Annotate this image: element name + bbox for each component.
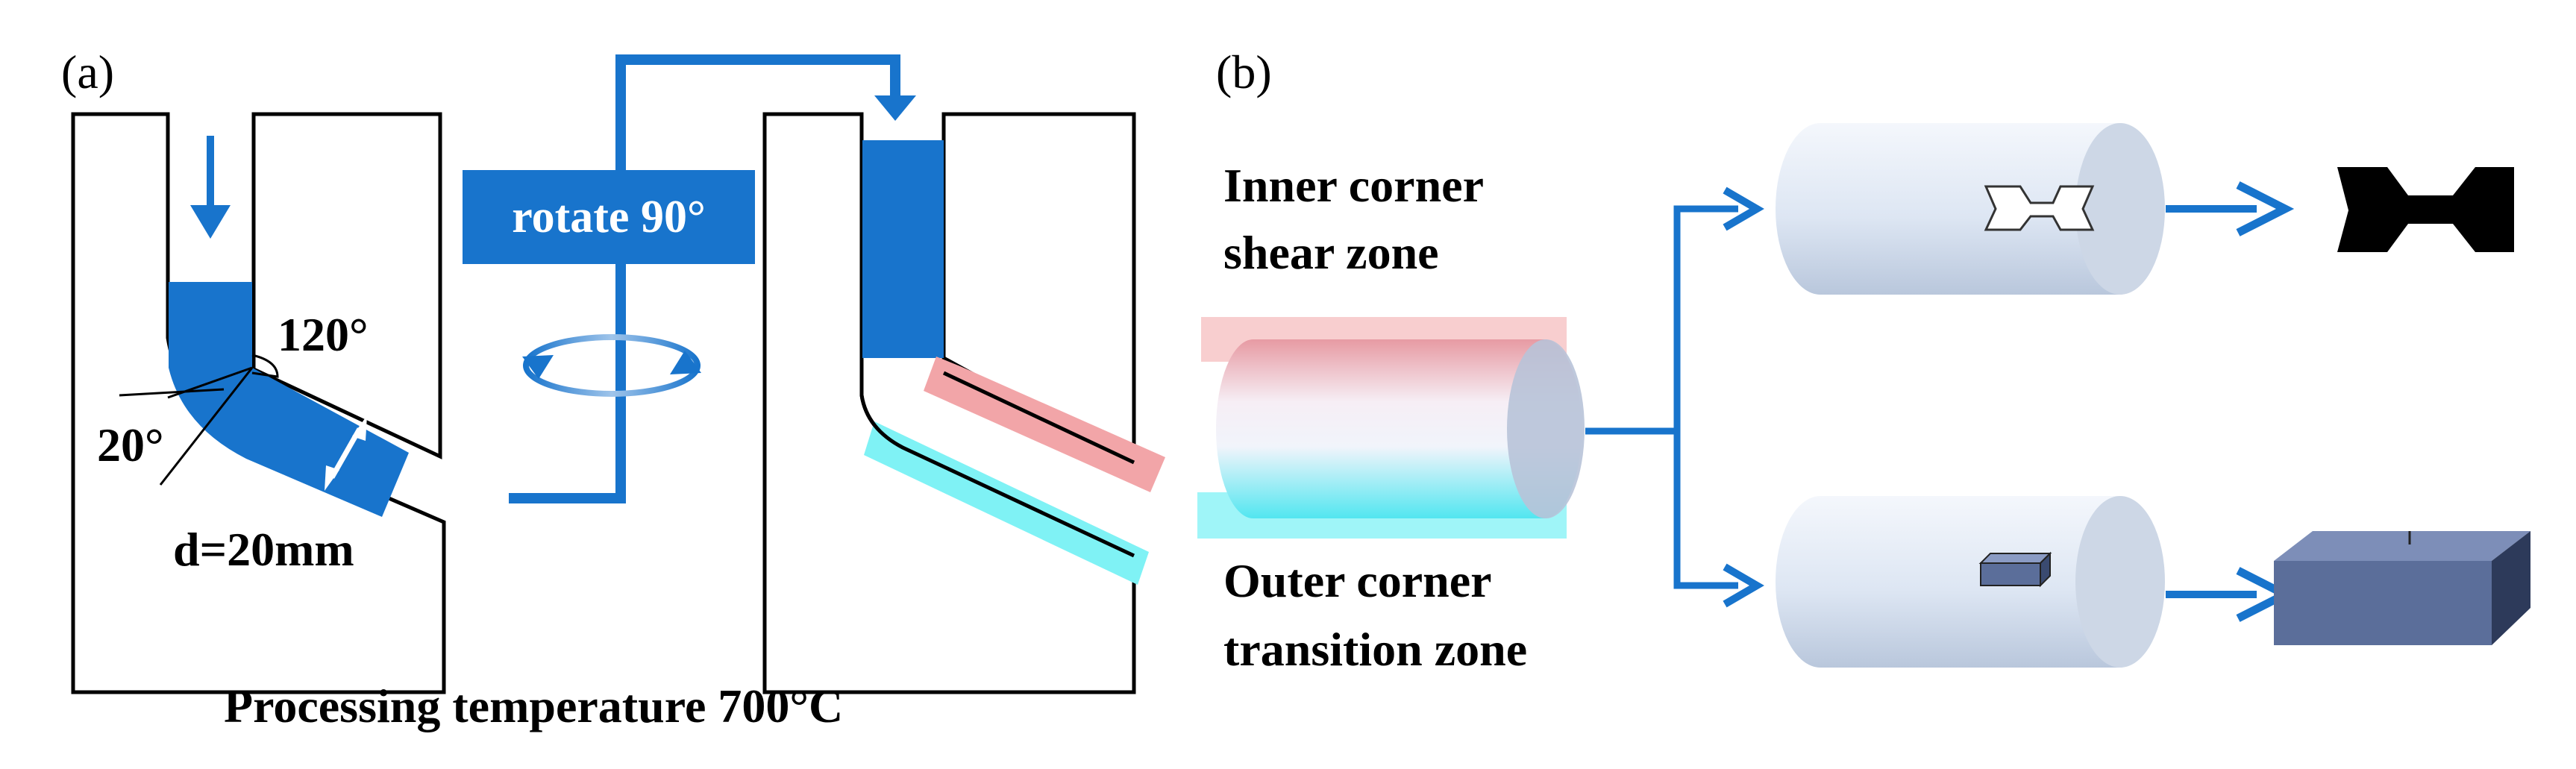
diameter-arrow-icon	[325, 415, 367, 491]
temperature-label: Processing temperature 700°C	[224, 679, 843, 732]
cube-specimen-icon	[2274, 531, 2530, 645]
diameter-label: d=20mm	[173, 523, 354, 576]
outer-zone-label-line1: Outer corner	[1223, 554, 1492, 607]
arrow-down-icon	[190, 136, 231, 239]
ecap-die-right	[762, 112, 1165, 694]
ecap-die-left	[71, 112, 446, 694]
rotate-label: rotate 90°	[512, 192, 706, 242]
rotation-route: rotate 90°	[463, 54, 916, 503]
cylinder-billet-icon	[1197, 317, 1585, 539]
vertical-billet	[169, 282, 252, 368]
cylinder-lower-icon	[1776, 496, 2165, 668]
angle-120-label: 120°	[278, 308, 369, 361]
panel-b-label: (b)	[1216, 45, 1272, 98]
cylinder-upper-icon	[1776, 123, 2165, 295]
panel-a-label: (a)	[61, 45, 114, 98]
tensile-specimen-icon	[2337, 167, 2514, 252]
rotate-arrows-icon	[522, 334, 701, 397]
arrow-down-icon	[874, 95, 916, 121]
inner-zone-label-line2: shear zone	[1223, 226, 1439, 279]
exit-billet	[169, 368, 409, 517]
rotate-box	[463, 170, 755, 264]
outer-zone-label-line2: transition zone	[1223, 623, 1527, 676]
inner-zone-label-line1: Inner corner	[1223, 159, 1484, 212]
branch-arrows	[1585, 186, 1764, 608]
angle-20-label: 20°	[97, 418, 164, 471]
arrow-right-icon	[2236, 181, 2295, 236]
vertical-billet	[862, 140, 944, 358]
